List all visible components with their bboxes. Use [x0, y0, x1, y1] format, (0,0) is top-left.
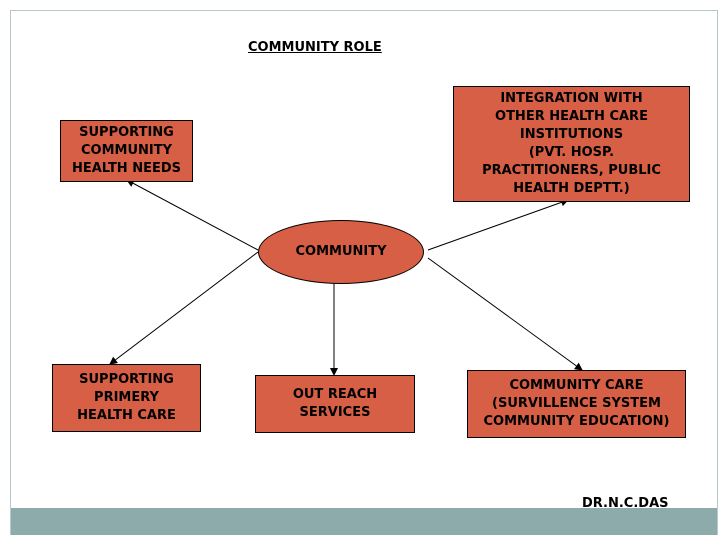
node-supporting-community-health-needs: SUPPORTING COMMUNITY HEALTH NEEDS [60, 120, 193, 182]
edge-to-community-care [427, 257, 583, 371]
node-outreach-services: OUT REACH SERVICES [255, 375, 415, 433]
author-credit: DR.N.C.DAS [582, 496, 669, 511]
edge-to-supporting-needs [126, 179, 259, 251]
node-supporting-primary-health-care: SUPPORTING PRIMERY HEALTH CARE [52, 364, 201, 432]
slide-title: COMMUNITY ROLE [248, 40, 382, 55]
node-integration-with-other-institutions: INTEGRATION WITH OTHER HEALTH CARE INSTI… [453, 86, 690, 202]
footer-bar [11, 508, 717, 535]
edge-to-integration [427, 198, 569, 251]
node-community-care: COMMUNITY CARE (SURVILLENCE SYSTEM COMMU… [467, 370, 686, 438]
node-community-center: COMMUNITY [258, 220, 424, 284]
edge-to-primary-care [109, 251, 259, 365]
